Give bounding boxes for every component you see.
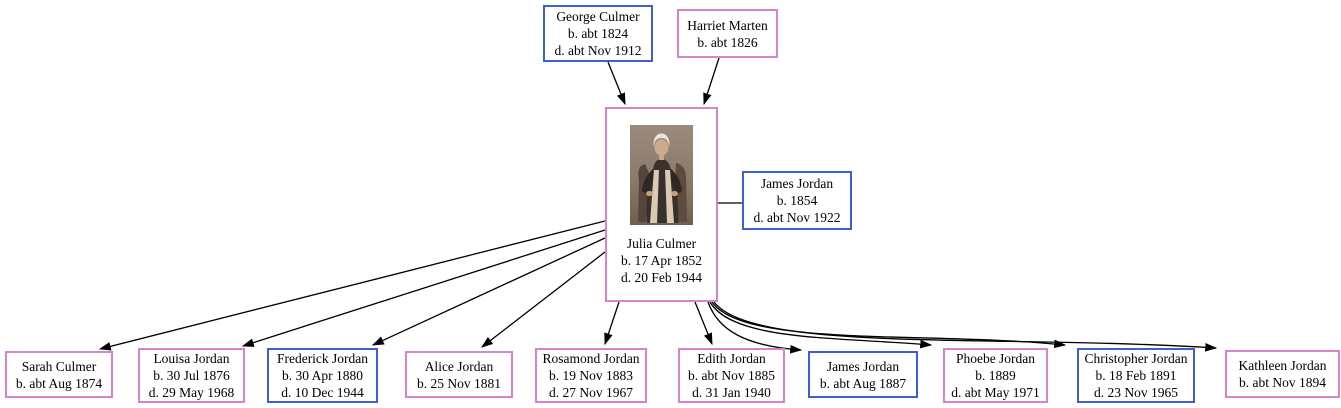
person-box-frederick-jordan[interactable]: Frederick Jordan b. 30 Apr 1880 d. 10 De… (267, 348, 378, 403)
person-box-kathleen-jordan[interactable]: Kathleen Jordan b. abt Nov 1894 (1225, 350, 1340, 398)
person-name: Alice Jordan (424, 358, 494, 374)
julia-portrait-photo (630, 125, 693, 225)
arrow-to-kathleen (713, 301, 1218, 352)
arrow-to-sarah (98, 220, 606, 351)
person-death: d. 20 Feb 1944 (621, 270, 702, 285)
person-name: Kathleen Jordan (1238, 358, 1327, 373)
person-name: Rosamond Jordan (542, 351, 640, 366)
person-death: d. 31 Jan 1940 (692, 385, 771, 400)
person-name: Christopher Jordan (1084, 351, 1188, 366)
person-death: d. abt Nov 1912 (554, 43, 642, 58)
person-death: d. 10 Dec 1944 (281, 385, 364, 400)
person-box-sarah-culmer[interactable]: Sarah Culmer b. abt Aug 1874 (5, 351, 113, 398)
person-death: d. 27 Nov 1967 (549, 385, 633, 400)
person-birth: b. abt Nov 1885 (688, 368, 775, 383)
arrow-father-to-subject (607, 61, 626, 106)
person-death: d. 29 May 1968 (148, 385, 235, 400)
person-name: James Jordan (760, 176, 834, 191)
arrow-to-edith (694, 301, 713, 346)
person-name: George Culmer (556, 9, 640, 24)
person-box-julia-culmer[interactable]: Julia Culmer b. 17 Apr 1852 d. 20 Feb 19… (605, 107, 718, 302)
person-birth: b. 25 Nov 1881 (417, 375, 501, 391)
person-birth: b. 30 Apr 1880 (282, 368, 363, 383)
person-birth: b. 17 Apr 1852 (621, 253, 702, 268)
person-name: Edith Jordan (697, 351, 766, 366)
person-name: Frederick Jordan (276, 351, 369, 366)
person-box-james-jordan-spouse[interactable]: James Jordan b. 1854 d. abt Nov 1922 (742, 171, 852, 230)
person-birth: b. abt Aug 1887 (819, 375, 907, 391)
person-name: Phoebe Jordan (955, 351, 1036, 366)
arrow-to-phoebe (709, 301, 933, 349)
person-birth: b. 1889 (975, 368, 1016, 383)
arrow-to-rosamond (604, 301, 620, 346)
person-name: Julia Culmer (626, 236, 697, 251)
person-name: Harriet Marten (687, 17, 768, 33)
person-box-edith-jordan[interactable]: Edith Jordan b. abt Nov 1885 d. 31 Jan 1… (678, 348, 785, 403)
person-birth: b. 19 Nov 1883 (549, 368, 633, 383)
person-box-rosamond-jordan[interactable]: Rosamond Jordan b. 19 Nov 1883 d. 27 Nov… (535, 348, 647, 403)
person-birth: b. 1854 (776, 193, 818, 208)
person-death: d. abt May 1971 (951, 385, 1040, 400)
arrow-to-louisa (241, 229, 606, 347)
person-box-christopher-jordan[interactable]: Christopher Jordan b. 18 Feb 1891 d. 23 … (1077, 348, 1195, 403)
person-death: d. 23 Nov 1965 (1094, 385, 1178, 400)
person-name: Louisa Jordan (153, 351, 230, 366)
person-birth: b. abt Nov 1894 (1239, 375, 1326, 390)
person-box-phoebe-jordan[interactable]: Phoebe Jordan b. 1889 d. abt May 1971 (943, 348, 1048, 403)
person-birth: b. 30 Jul 1876 (153, 368, 230, 383)
person-box-harriet-marten[interactable]: Harriet Marten b. abt 1826 (677, 9, 778, 58)
person-birth: b. 18 Feb 1891 (1095, 368, 1177, 383)
person-box-james-jordan-child[interactable]: James Jordan b. abt Aug 1887 (808, 351, 918, 398)
person-birth: b. abt 1824 (567, 26, 629, 41)
person-name: James Jordan (826, 358, 900, 374)
person-birth: b. abt 1826 (697, 34, 758, 50)
person-box-alice-jordan[interactable]: Alice Jordan b. 25 Nov 1881 (405, 351, 513, 398)
arrow-mother-to-subject (703, 57, 720, 106)
person-birth: b. abt Aug 1874 (15, 375, 103, 391)
person-box-george-culmer[interactable]: George Culmer b. abt 1824 d. abt Nov 191… (543, 5, 653, 62)
person-name: Sarah Culmer (21, 358, 97, 374)
person-box-louisa-jordan[interactable]: Louisa Jordan b. 30 Jul 1876 d. 29 May 1… (138, 348, 245, 403)
arrow-to-frederick (371, 237, 606, 346)
arrow-to-alice (481, 251, 606, 348)
person-death: d. abt Nov 1922 (753, 210, 841, 225)
